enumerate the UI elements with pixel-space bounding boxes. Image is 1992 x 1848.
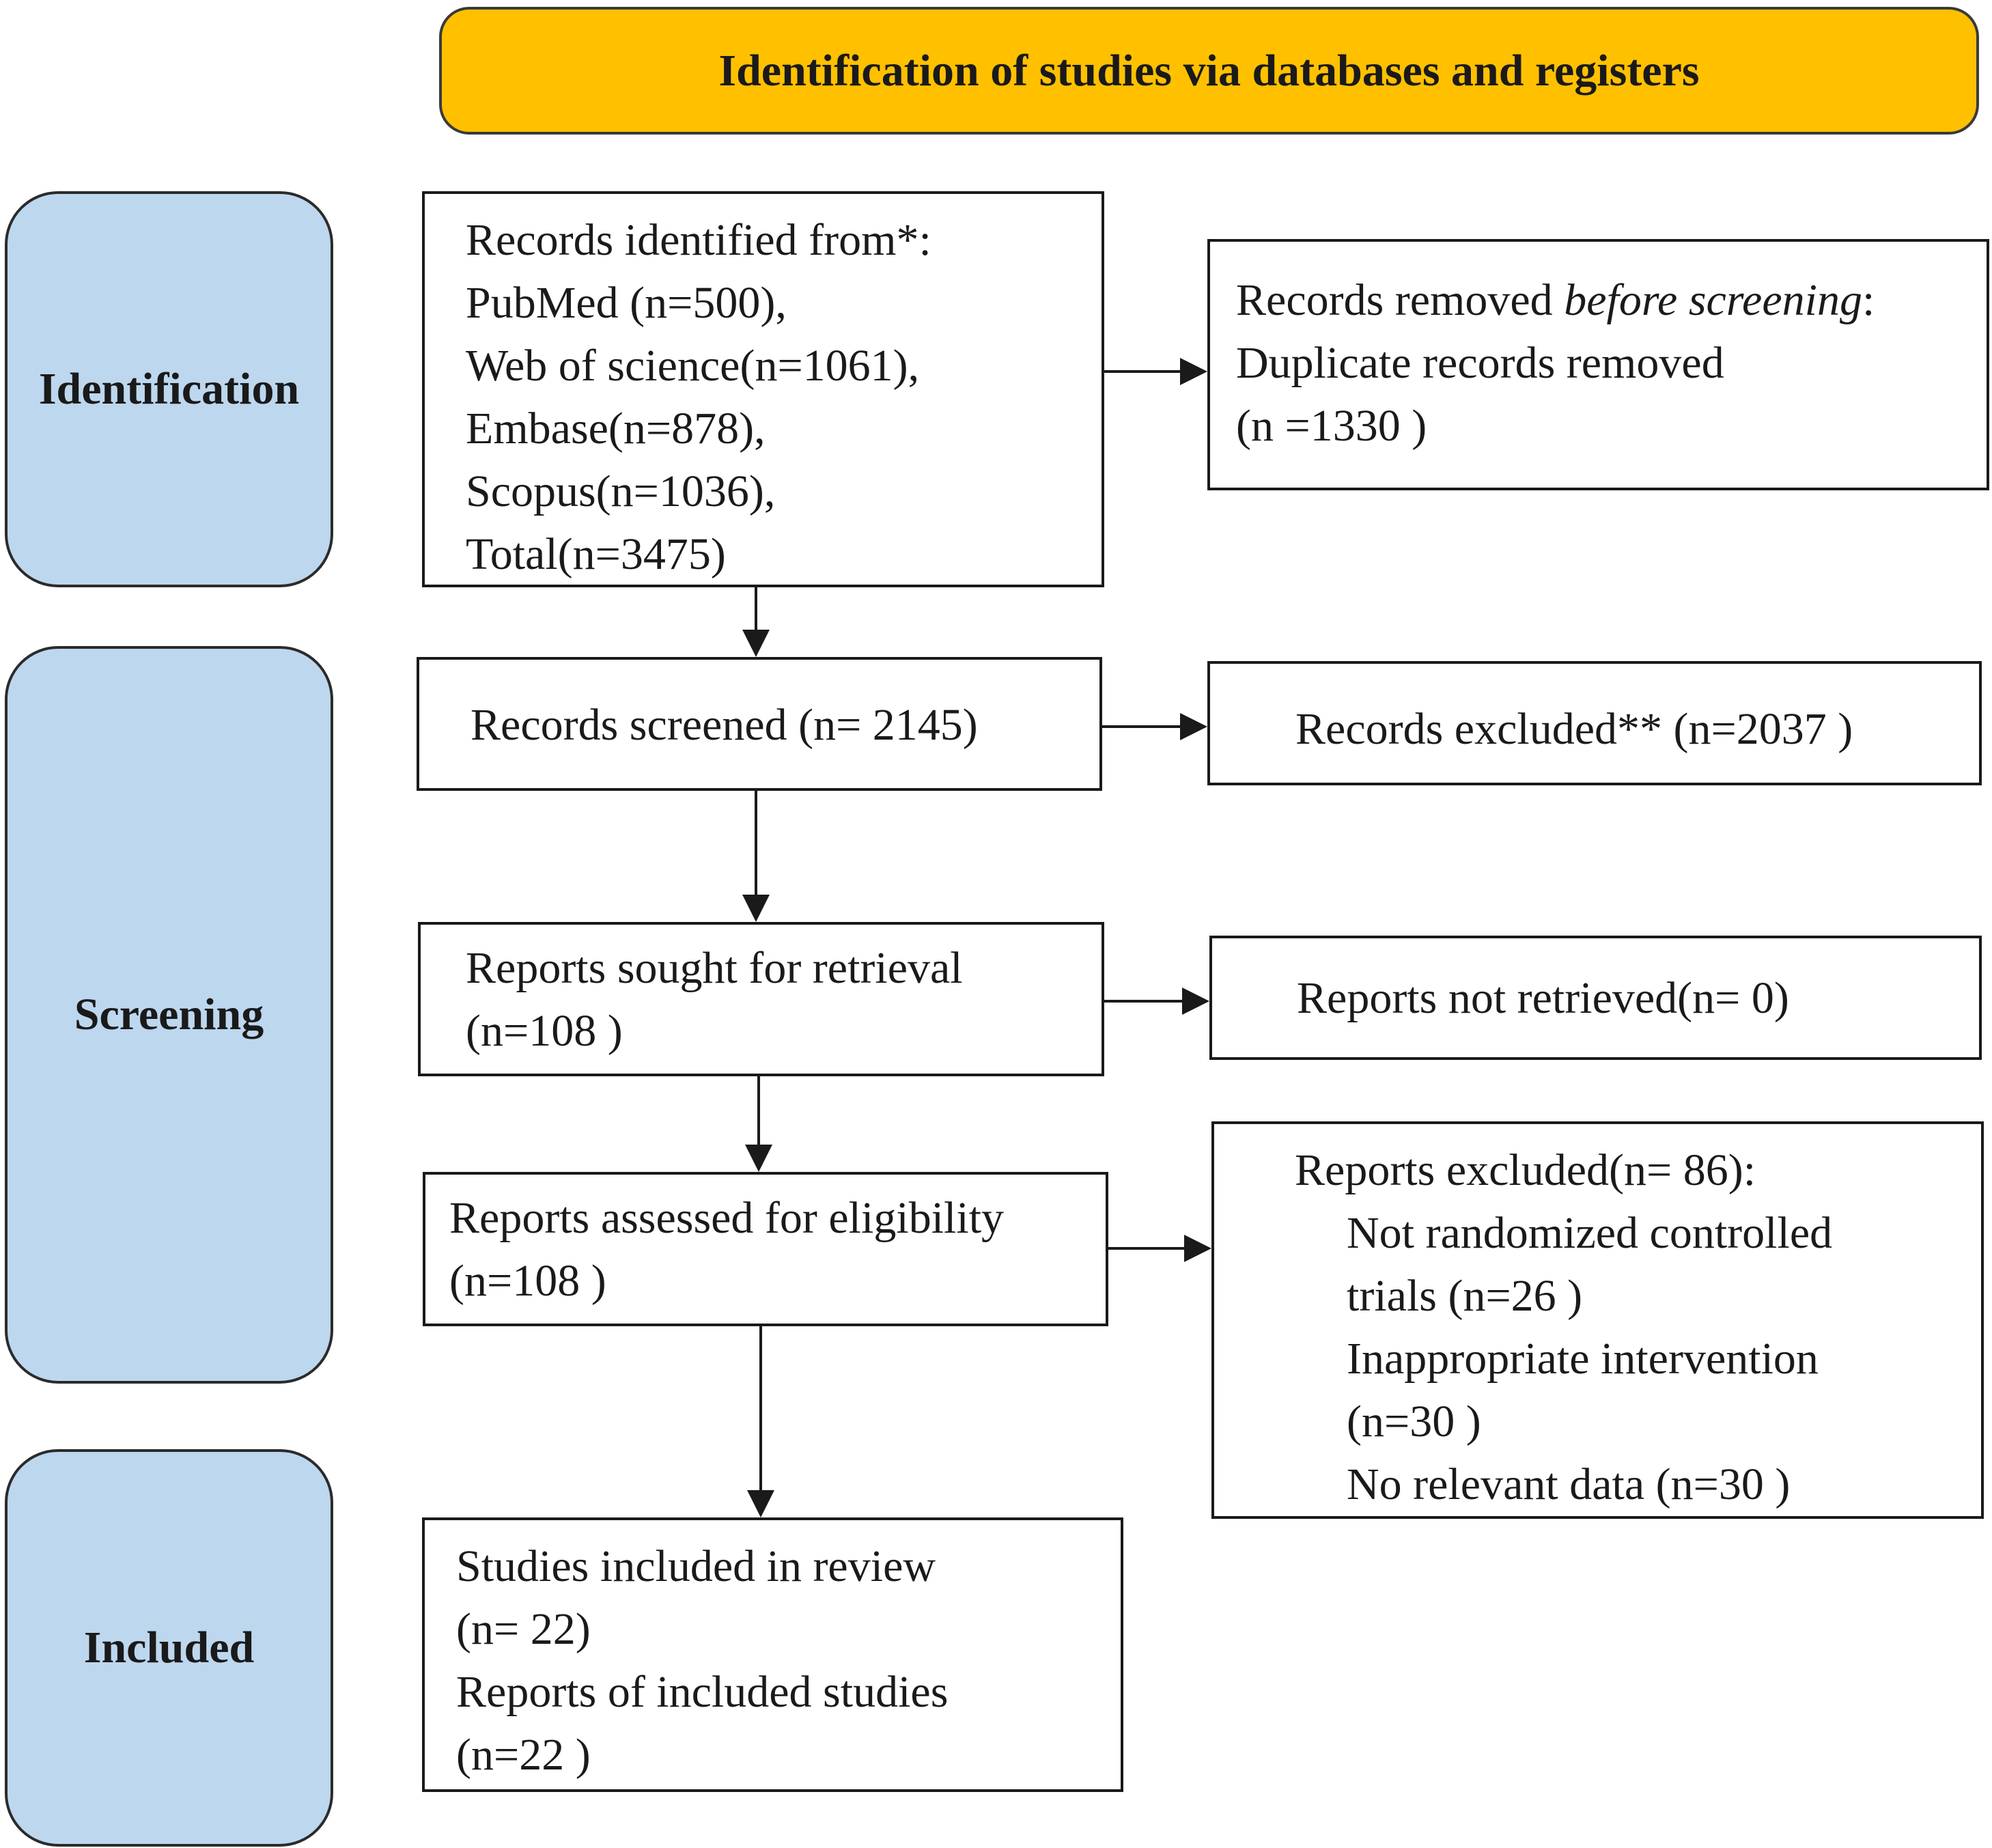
studies-included-line: Reports of included studies: [456, 1667, 949, 1717]
records-removed-line-1: Records removed before screening:: [1236, 275, 1875, 325]
reports-excluded-item: Not randomized controlled: [1347, 1208, 1833, 1258]
studies-included-line: (n=22 ): [456, 1730, 591, 1780]
header-title: Identification of studies via databases …: [718, 45, 1700, 96]
studies-included-line: Studies included in review: [456, 1541, 936, 1591]
reports-sought-box: Reports sought for retrieval (n=108 ): [418, 922, 1104, 1076]
records-screened-box: Records screened (n= 2145): [417, 657, 1102, 791]
phase-identification: Identification: [5, 191, 333, 587]
records-screened-text: Records screened (n= 2145): [471, 700, 978, 750]
records-identified-line: Scopus(n=1036),: [466, 466, 776, 516]
reports-excluded-item: (n=30 ): [1347, 1397, 1481, 1446]
records-identified-line: Total(n=3475): [466, 529, 726, 579]
reports-excluded-title: Reports excluded(n= 86):: [1295, 1145, 1756, 1195]
records-identified-line: Web of science(n=1061),: [466, 341, 920, 391]
phase-included: Included: [5, 1449, 333, 1847]
phase-label-screening: Screening: [74, 990, 264, 1039]
phase-label-included: Included: [83, 1623, 255, 1672]
records-excluded-text: Records excluded** (n=2037 ): [1295, 704, 1853, 754]
records-identified-line: Records identified from*:: [466, 215, 931, 265]
reports-sought-line: Reports sought for retrieval: [466, 943, 963, 993]
records-excluded-box: Records excluded** (n=2037 ): [1207, 661, 1982, 785]
studies-included-line: (n= 22): [456, 1604, 591, 1654]
records-identified-line: Embase(n=878),: [466, 404, 766, 453]
phase-screening: Screening: [5, 646, 333, 1384]
reports-not-retrieved-text: Reports not retrieved(n= 0): [1297, 973, 1789, 1023]
phase-label-identification: Identification: [38, 364, 300, 414]
reports-assessed-box: Reports assessed for eligibility (n=108 …: [423, 1172, 1108, 1326]
studies-included-box: Studies included in review (n= 22) Repor…: [422, 1517, 1123, 1792]
reports-sought-line: (n=108 ): [466, 1006, 623, 1056]
header-banner: Identification of studies via databases …: [439, 7, 1979, 135]
reports-excluded-item: No relevant data (n=30 ): [1347, 1459, 1791, 1509]
records-identified-box: Records identified from*: PubMed (n=500)…: [422, 191, 1104, 587]
reports-excluded-item: Inappropriate intervention: [1347, 1334, 1819, 1384]
records-removed-line-3: (n =1330 ): [1236, 401, 1427, 451]
reports-assessed-line: (n=108 ): [449, 1256, 606, 1306]
records-removed-line-2: Duplicate records removed: [1236, 338, 1724, 388]
reports-not-retrieved-box: Reports not retrieved(n= 0): [1209, 936, 1982, 1060]
records-removed-box: Records removed before screening: Duplic…: [1207, 239, 1989, 490]
reports-assessed-line: Reports assessed for eligibility: [449, 1193, 1005, 1243]
records-identified-line: PubMed (n=500),: [466, 278, 787, 328]
reports-excluded-box: Reports excluded(n= 86): Not randomized …: [1211, 1121, 1984, 1519]
reports-excluded-item: trials (n=26 ): [1347, 1271, 1583, 1321]
